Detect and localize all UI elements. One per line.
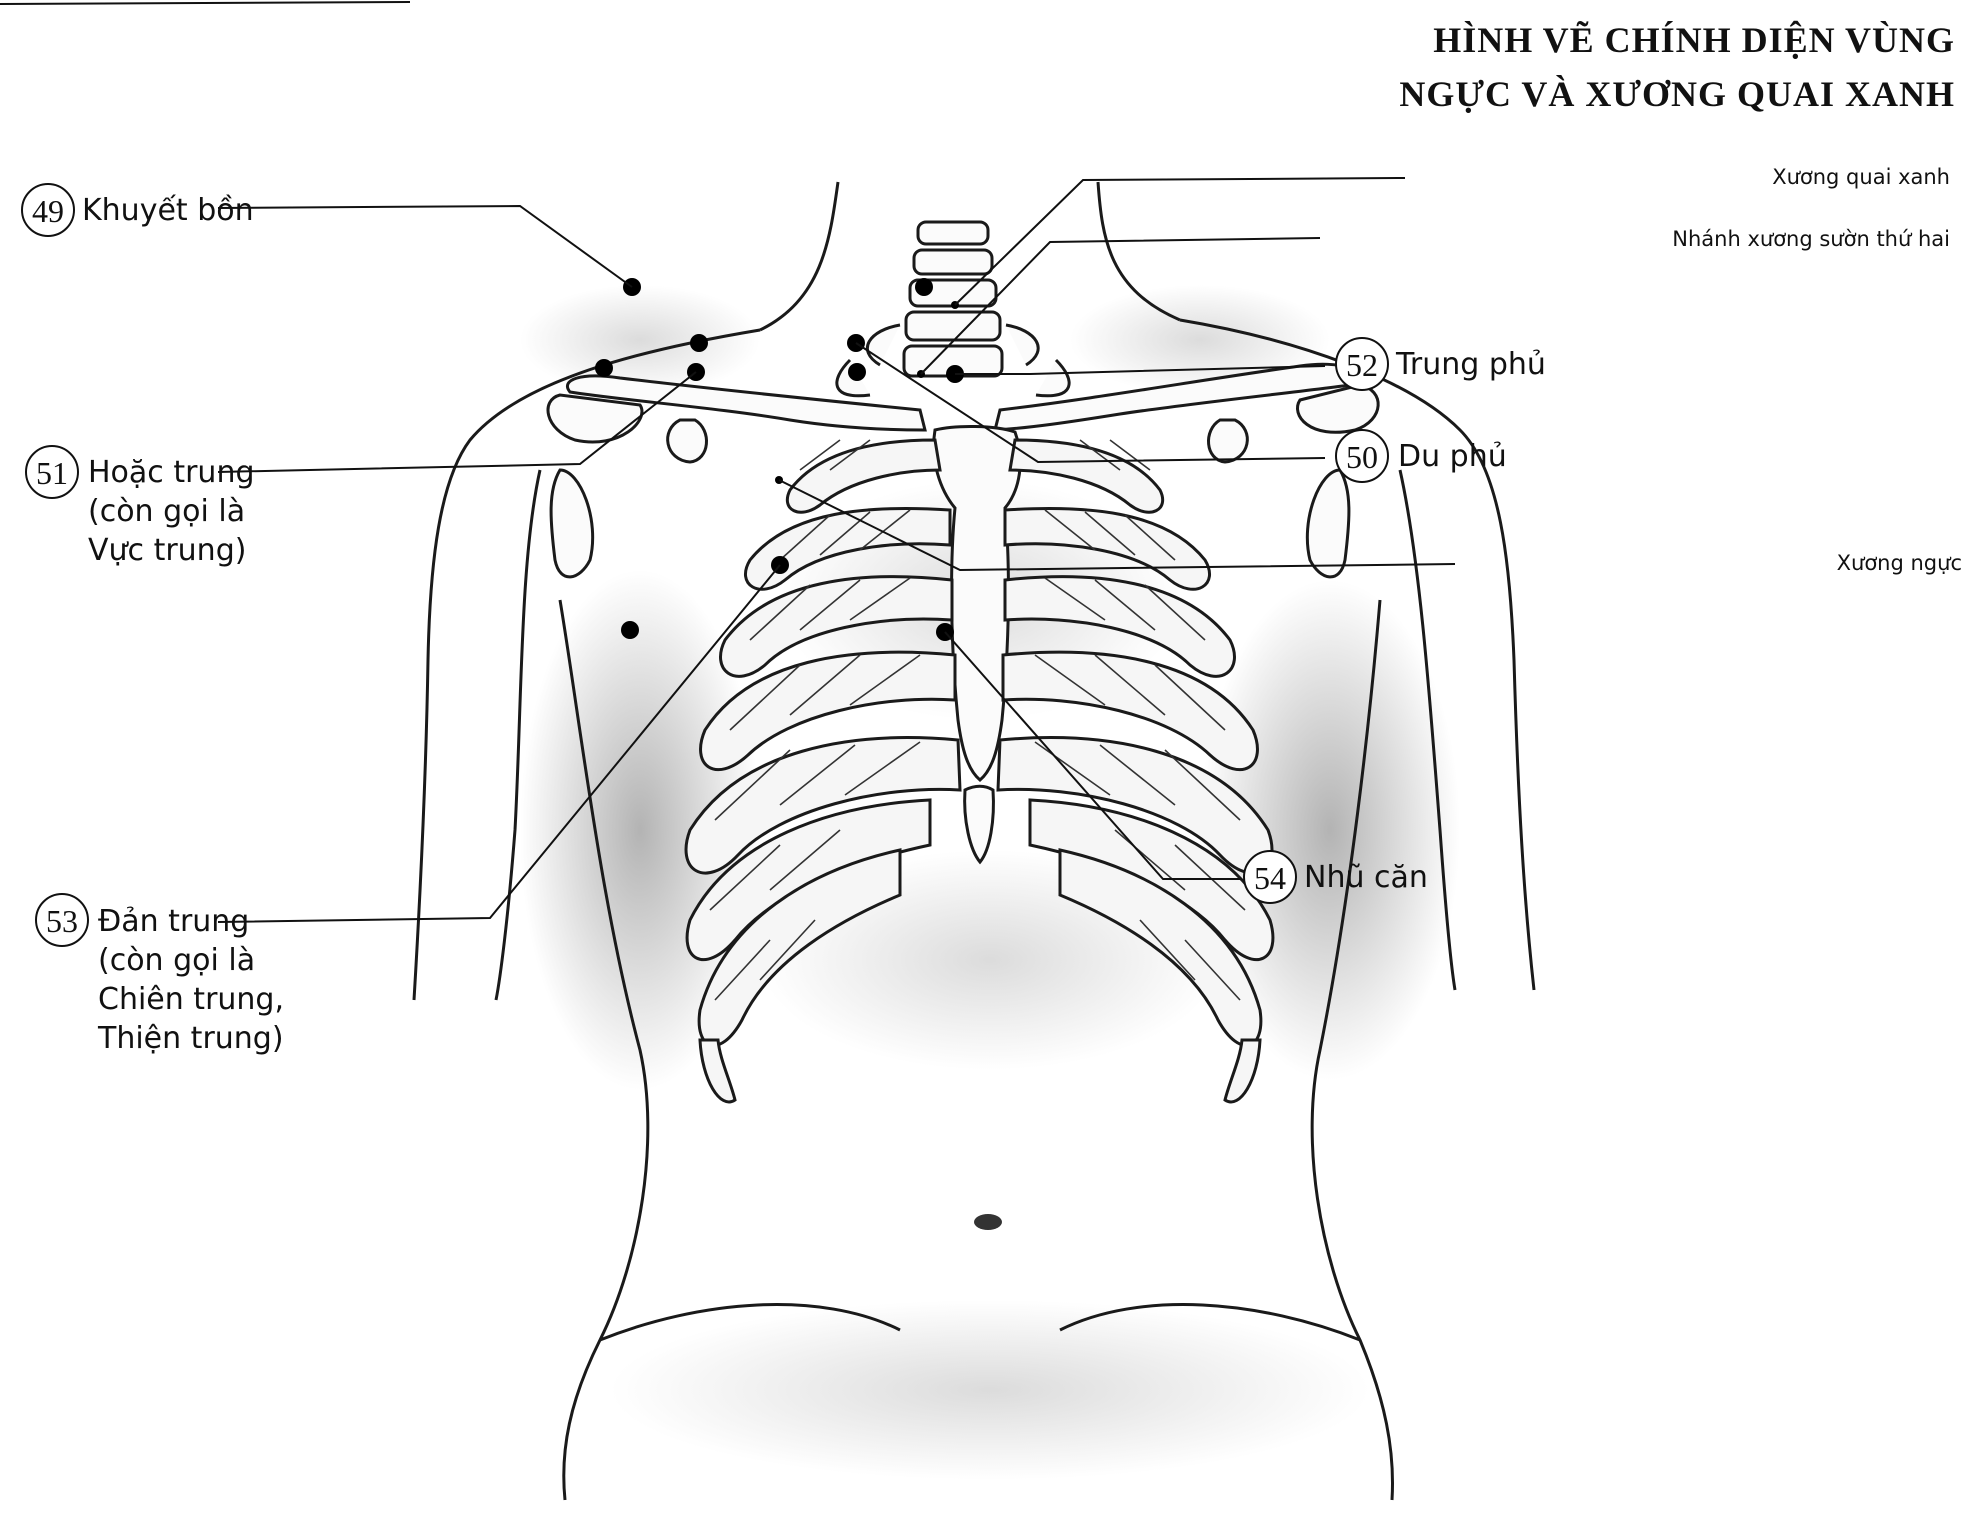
structure-sternum-label: Xương ngực bbox=[1837, 551, 1962, 575]
point-49-right bbox=[915, 278, 933, 296]
label-52-badge bbox=[1335, 337, 1389, 391]
label-52: 52 Trung phủ bbox=[1335, 337, 1546, 391]
xiphoid bbox=[963, 784, 995, 865]
label-50-number: 50 bbox=[1346, 439, 1378, 475]
label-53: 53 Đản trung (còn gọi là Chiên trung, Th… bbox=[35, 893, 284, 1056]
label-49-badge bbox=[21, 183, 75, 237]
label-49-line1: Khuyết bồn bbox=[82, 193, 254, 228]
shoulder-left bbox=[546, 393, 644, 444]
ribs-left bbox=[684, 438, 962, 1104]
label-49-number: 49 bbox=[32, 193, 64, 229]
label-50-badge bbox=[1335, 429, 1389, 483]
label-52-number: 52 bbox=[1346, 347, 1378, 383]
label-51-line3: Vực trung) bbox=[88, 533, 246, 568]
label-53-line3: Chiên trung, bbox=[98, 982, 284, 1017]
label-53-line4: Thiện trung) bbox=[97, 1021, 284, 1056]
label-50: 50 Du phủ bbox=[1335, 429, 1507, 483]
ribs-right bbox=[996, 438, 1275, 1104]
structure-clavicle-label: Xương quai xanh bbox=[1772, 165, 1950, 189]
body-outline bbox=[412, 181, 1536, 1501]
point-50-left bbox=[690, 334, 708, 352]
label-54-number: 54 bbox=[1254, 860, 1286, 896]
label-53-badge bbox=[35, 893, 89, 947]
label-53-line2: (còn gọi là bbox=[98, 943, 255, 978]
point-52-left bbox=[595, 359, 613, 377]
label-54-line1: Nhũ căn bbox=[1304, 860, 1428, 895]
label-51: 51 Hoặc trung (còn gọi là Vực trung) bbox=[25, 445, 255, 568]
label-49: 49 Khuyết bồn bbox=[21, 183, 254, 237]
navel bbox=[974, 1214, 1002, 1230]
diagram-title-line2: NGỰC VÀ XƯƠNG QUAI XANH bbox=[1399, 74, 1955, 114]
label-51-line2: (còn gọi là bbox=[88, 494, 245, 529]
diagram-title-line1: HÌNH VẼ CHÍNH DIỆN VÙNG bbox=[1433, 20, 1955, 60]
label-51-number: 51 bbox=[36, 455, 68, 491]
label-53-line1: Đản trung bbox=[98, 904, 249, 939]
shoulder-right bbox=[1296, 383, 1380, 434]
label-53-number: 53 bbox=[46, 903, 78, 939]
point-54-left bbox=[621, 621, 639, 639]
label-54-badge bbox=[1243, 850, 1297, 904]
label-52-line1: Trung phủ bbox=[1395, 347, 1546, 382]
point-51-right bbox=[848, 363, 866, 381]
top-rule bbox=[0, 1, 411, 5]
label-51-badge bbox=[25, 445, 79, 499]
structure-second-rib-label: Nhánh xương sườn thứ hai bbox=[1672, 227, 1950, 251]
label-54: 54 Nhũ căn bbox=[1243, 850, 1428, 904]
leader-lines bbox=[217, 177, 1456, 923]
label-50-line1: Du phủ bbox=[1398, 439, 1507, 474]
clavicle-left bbox=[566, 374, 927, 432]
label-51-line1: Hoặc trung bbox=[88, 455, 255, 490]
